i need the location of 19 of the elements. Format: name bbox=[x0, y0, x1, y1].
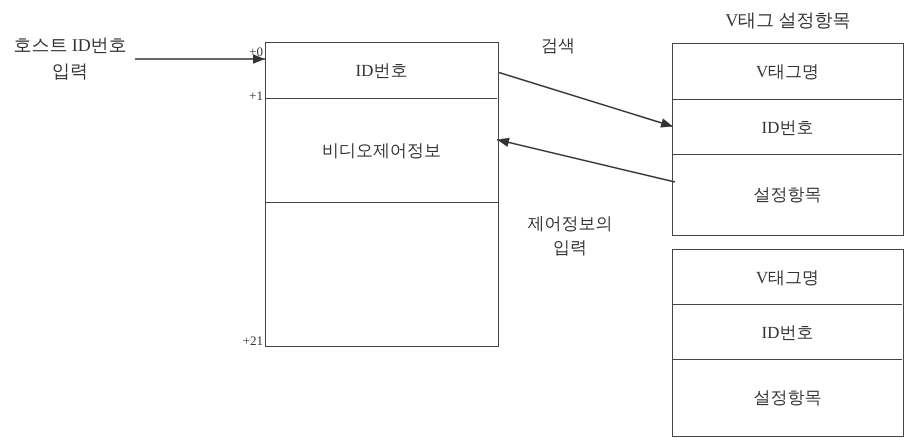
memory-table bbox=[672, 43, 904, 236]
arrow bbox=[496, 138, 676, 183]
table-cell: ID번호 bbox=[673, 304, 902, 359]
table-cell: ID번호 bbox=[673, 99, 902, 154]
table-cell: V태그명 bbox=[673, 44, 902, 99]
table-cell: V태그명 bbox=[673, 250, 902, 304]
input-label: 호스트 ID번호입력 bbox=[5, 32, 135, 92]
memory-table bbox=[672, 249, 904, 437]
memory-table bbox=[265, 42, 499, 347]
table-cell: 설정항목 bbox=[673, 359, 902, 435]
column-heading: V태그 설정항목 bbox=[724, 9, 852, 32]
offset-label: +0 bbox=[248, 44, 263, 60]
arrow bbox=[498, 72, 674, 128]
table-cell: 비디오제어정보 bbox=[266, 98, 497, 202]
offset-label: +1 bbox=[248, 88, 263, 104]
table-cell: 설정항목 bbox=[673, 154, 902, 234]
table-cell: ID번호 bbox=[266, 43, 497, 98]
arrow bbox=[135, 54, 265, 64]
offset-label: +21 bbox=[242, 333, 263, 349]
